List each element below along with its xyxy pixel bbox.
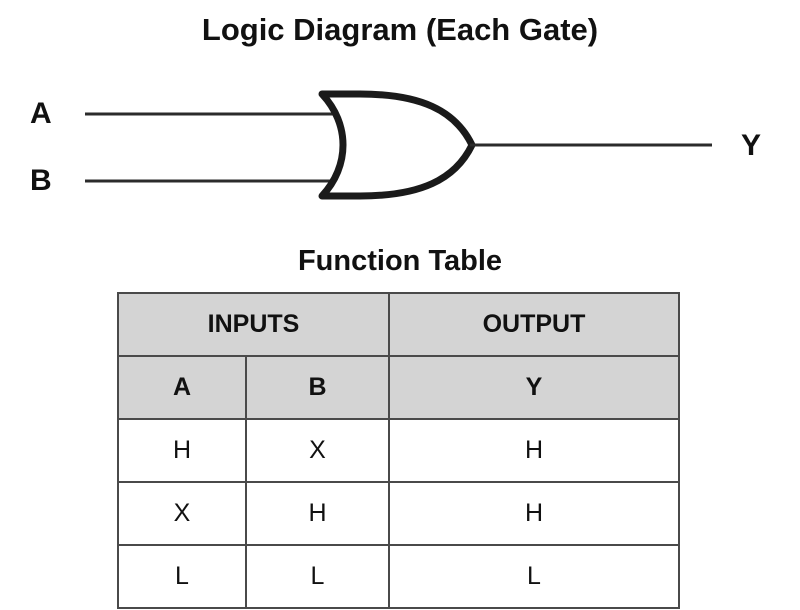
cell-a: H (117, 418, 247, 483)
input-label-b: B (30, 164, 52, 197)
input-label-a: A (30, 97, 52, 130)
function-table-head: INPUTS OUTPUT A B Y (117, 292, 680, 420)
group-header-output: OUTPUT (388, 292, 680, 357)
function-table: INPUTS OUTPUT A B Y H X H X H H L L (117, 292, 680, 609)
column-header-y: Y (388, 355, 680, 420)
group-header-inputs: INPUTS (117, 292, 390, 357)
table-row: H X H (117, 418, 680, 483)
cell-y: L (388, 544, 680, 609)
column-header-row: A B Y (117, 355, 680, 420)
cell-y: H (388, 481, 680, 546)
table-row: X H H (117, 481, 680, 546)
cell-y: H (388, 418, 680, 483)
function-table-title: Function Table (297, 245, 503, 277)
diagram-title: Logic Diagram (Each Gate) (201, 12, 599, 47)
output-label-y: Y (741, 129, 762, 162)
logic-diagram: A B Y (0, 70, 800, 230)
function-table-body: H X H X H H L L L (117, 418, 680, 609)
column-header-a: A (117, 355, 247, 420)
cell-a: L (117, 544, 247, 609)
cell-a: X (117, 481, 247, 546)
group-header-row: INPUTS OUTPUT (117, 292, 680, 357)
cell-b: H (245, 481, 390, 546)
table-row: L L L (117, 544, 680, 609)
or-gate-body (318, 90, 476, 200)
or-gate-schematic (85, 90, 712, 200)
cell-b: L (245, 544, 390, 609)
column-header-b: B (245, 355, 390, 420)
cell-b: X (245, 418, 390, 483)
